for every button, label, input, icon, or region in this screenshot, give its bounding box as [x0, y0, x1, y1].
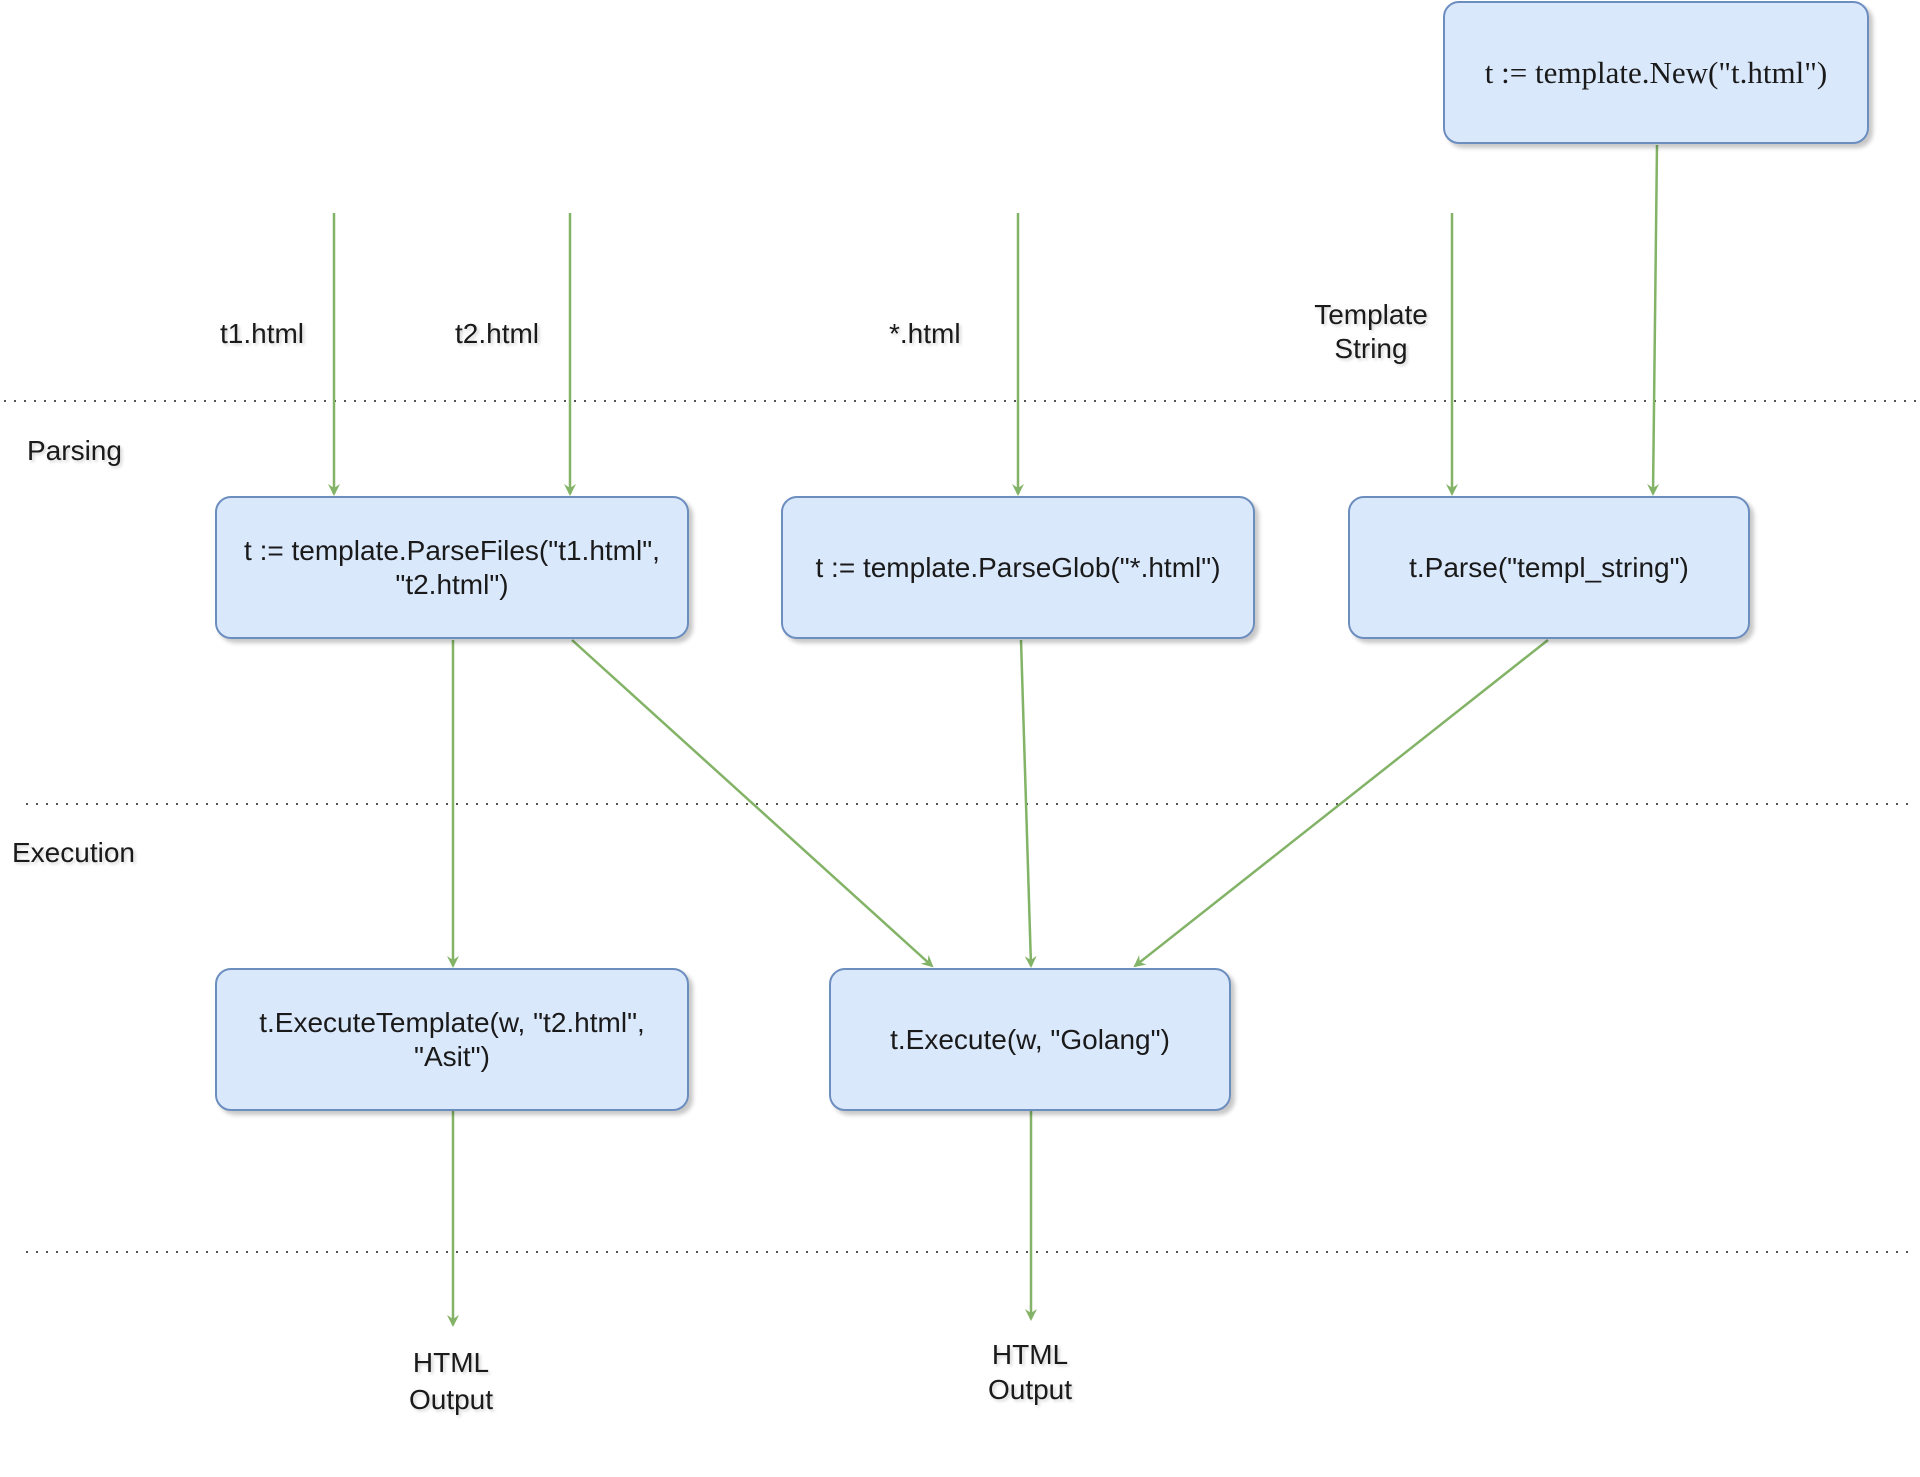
- input-label-template-string: Template String: [1314, 299, 1428, 364]
- input-label-glob: *.html: [889, 318, 961, 349]
- node-parse-glob-text: t := template.ParseGlob("*.html"): [815, 551, 1221, 583]
- output-label-left: HTML Output: [408, 1347, 494, 1415]
- node-parse: t.Parse("templ_string"): [1348, 496, 1750, 639]
- lane-label-parsing: Parsing: [27, 435, 122, 466]
- node-template-new: t := template.New("t.html"): [1443, 1, 1869, 144]
- node-execute-text: t.Execute(w, "Golang"): [890, 1023, 1170, 1055]
- node-parse-files: t := template.ParseFiles("t1.html", "t2.…: [215, 496, 689, 639]
- arrow-parseglob-to-execute: [1019, 639, 1037, 968]
- lane-label-execution: Execution: [12, 837, 135, 868]
- node-execute-template: t.ExecuteTemplate(w, "t2.html", "Asit"): [215, 968, 689, 1111]
- node-parse-files-text: t := template.ParseFiles("t1.html", "t2.…: [244, 534, 660, 600]
- output-label-right: HTML Output: [987, 1339, 1073, 1405]
- node-parse-text: t.Parse("templ_string"): [1409, 551, 1689, 583]
- node-template-new-text: t := template.New("t.html"): [1484, 54, 1828, 90]
- input-label-t1: t1.html: [220, 318, 305, 349]
- arrow-new-to-parse: [1647, 144, 1660, 496]
- node-execute-template-text: t.ExecuteTemplate(w, "t2.html", "Asit"): [259, 1006, 645, 1072]
- arrow-parsefiles-to-execute: [571, 639, 934, 968]
- node-parse-glob: t := template.ParseGlob("*.html"): [781, 496, 1255, 639]
- arrow-parse-to-execute: [1133, 639, 1549, 968]
- input-label-t2: t2.html: [455, 318, 540, 349]
- node-execute: t.Execute(w, "Golang"): [829, 968, 1231, 1111]
